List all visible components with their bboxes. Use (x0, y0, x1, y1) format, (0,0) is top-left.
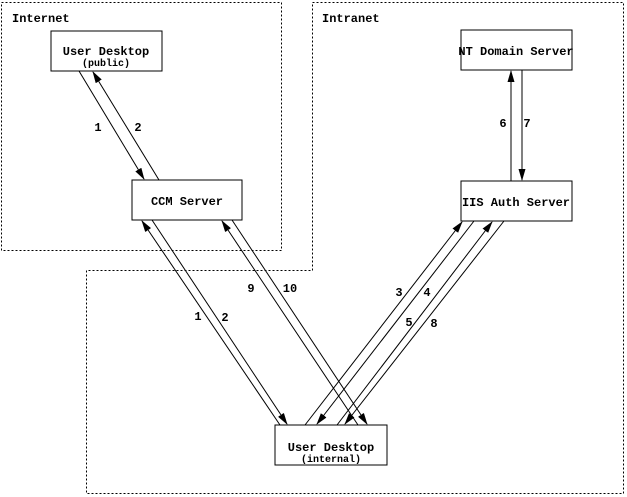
internet-zone-outline (1, 2, 282, 251)
edge-iis-to-internal-4 (316, 220, 475, 425)
edge-label-1-lower: 1 (194, 310, 201, 324)
edge-ccm-to-internal-10 (231, 219, 368, 425)
edge-label-5: 5 (405, 316, 412, 330)
edge-label-4: 4 (423, 286, 430, 300)
edge-iis-to-internal-8 (344, 220, 505, 425)
user-desktop-internal-subtitle: (internal) (301, 454, 361, 466)
user-desktop-public-box (50, 30, 163, 72)
edge-label-8: 8 (430, 317, 437, 331)
edge-ccm-to-internal-2 (151, 219, 288, 425)
edge-internal-to-iis-3 (304, 221, 463, 426)
intranet-zone-outline (86, 2, 624, 494)
iis-auth-server-title: IIS Auth Server (462, 196, 570, 210)
nt-domain-server-box (460, 29, 573, 71)
edge-label-2-upper: 2 (134, 121, 141, 135)
edge-label-3: 3 (395, 286, 402, 300)
edge-public-to-ccm-1 (78, 70, 145, 180)
user-desktop-internal-box (274, 424, 388, 466)
node-ccm-server: CCM Server (131, 179, 243, 221)
internet-zone-label: Internet (12, 12, 70, 26)
node-iis-auth-server: IIS Auth Server (460, 180, 573, 222)
node-nt-domain-server: NT Domain Server (458, 29, 574, 71)
edge-label-7: 7 (523, 117, 530, 131)
edge-label-2-lower: 2 (221, 311, 228, 325)
iis-auth-server-box (460, 180, 573, 222)
edge-internal-to-ccm-9 (221, 220, 359, 426)
ccm-server-box (131, 179, 243, 221)
user-desktop-public-subtitle: (public) (82, 58, 130, 70)
edge-label-10: 10 (283, 282, 297, 296)
ccm-server-title: CCM Server (151, 195, 223, 209)
nt-domain-server-title: NT Domain Server (458, 45, 573, 59)
edge-ccm-to-public-2 (92, 71, 160, 181)
node-user-desktop-public: User Desktop (public) (50, 30, 163, 72)
user-desktop-internal-title: User Desktop (288, 441, 374, 455)
user-desktop-public-title: User Desktop (63, 45, 149, 59)
edge-internal-to-ccm-1 (141, 220, 281, 426)
edge-label-9: 9 (247, 282, 254, 296)
edge-label-6: 6 (499, 117, 506, 131)
intranet-zone-label: Intranet (322, 12, 380, 26)
edge-internal-to-iis-5 (336, 221, 493, 426)
edge-label-1-upper: 1 (94, 121, 101, 135)
node-user-desktop-internal: User Desktop (internal) (274, 424, 388, 466)
